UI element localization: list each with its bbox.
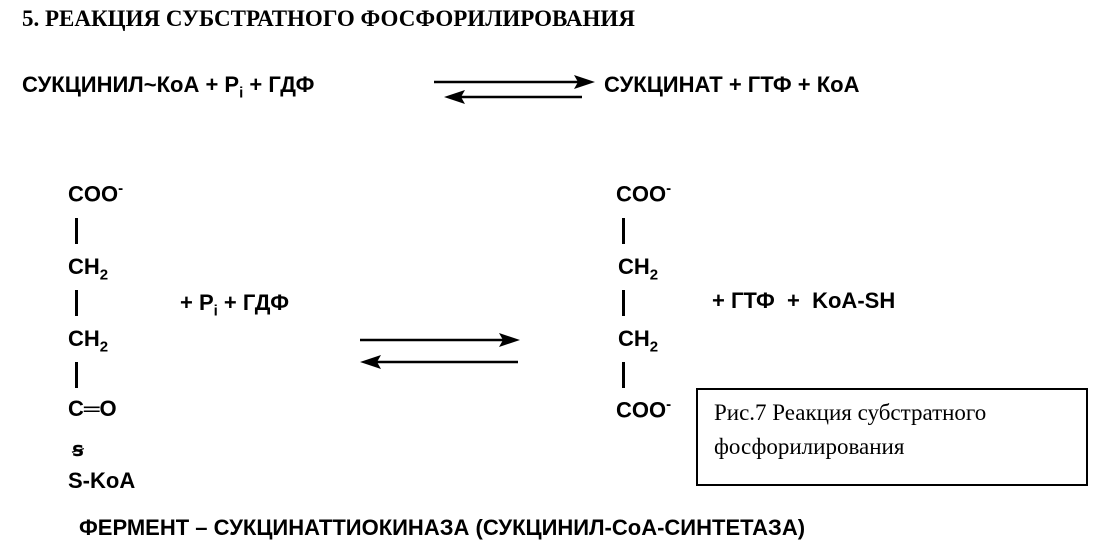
thioester-bond: ꞩ — [72, 439, 84, 461]
equation-left: СУКЦИНИЛ~КоА + Pi + ГДФ — [22, 72, 315, 102]
figure-caption-box: Рис.7 Реакция субстратного фосфорилирова… — [696, 388, 1088, 486]
equilibrium-arrows-middle — [360, 333, 520, 369]
succinylcoa-ch2-2: CH2 — [68, 326, 109, 356]
bond-line — [75, 362, 78, 388]
succinylcoa-coo: COO- — [68, 180, 124, 207]
succinate-ch2-2: CH2 — [618, 326, 659, 356]
bond-line — [622, 362, 625, 388]
succinylcoa-skoa: S-KoA — [68, 468, 136, 493]
succinylcoa-carbonyl: C═O — [68, 396, 117, 421]
succinate-coo-top: COO- — [616, 180, 672, 207]
bond-line — [622, 290, 625, 316]
bond-line — [622, 218, 625, 244]
bond-line — [75, 290, 78, 316]
succinate-coo-bottom: COO- — [616, 396, 672, 423]
caption-line-1: Рис.7 Реакция субстратного — [714, 400, 987, 425]
succinate-ch2-1: CH2 — [618, 254, 659, 284]
equilibrium-arrows-top — [434, 75, 595, 104]
section-heading: 5. РЕАКЦИЯ СУБСТРАТНОГО ФОСФОРИЛИРОВАНИЯ — [22, 6, 635, 31]
succinylcoa-ch2-1: CH2 — [68, 254, 109, 284]
products-extra: + ГТФ + KoA-SH — [712, 288, 896, 313]
reactants-extra: + Pi + ГДФ — [180, 290, 289, 320]
bond-line — [75, 218, 78, 244]
caption-line-2: фосфорилирования — [714, 434, 905, 459]
enzyme-name: ФЕРМЕНТ – СУКЦИНАТТИОКИНАЗА (СУКЦИНИЛ-Со… — [79, 515, 806, 540]
equation-right: СУКЦИНАТ + ГТФ + КоА — [604, 72, 860, 97]
